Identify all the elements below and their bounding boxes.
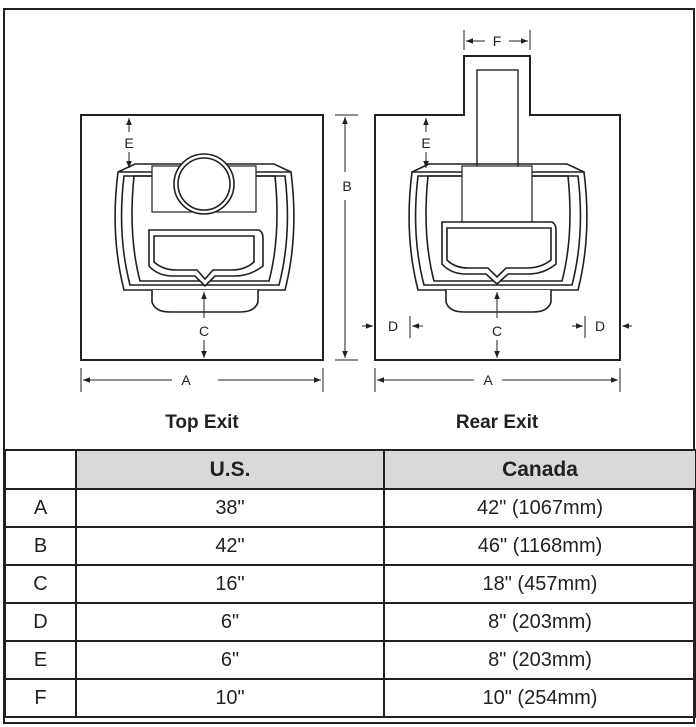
- row-dimension: B: [4, 526, 77, 566]
- top-exit-label-c: C: [199, 323, 209, 339]
- header-us: U.S.: [75, 449, 385, 490]
- clearance-diagram: E C B A F E C D: [80, 30, 632, 392]
- header-canada: Canada: [383, 449, 696, 490]
- top-exit-hearth-outline: [80, 114, 324, 361]
- row-us-value: 16": [75, 564, 385, 604]
- rear-exit-label-f: F: [493, 33, 502, 49]
- row-us-value: 10": [75, 678, 385, 718]
- rear-exit-label-d-left: D: [388, 318, 398, 334]
- row-canada-value: 8" (203mm): [383, 602, 696, 642]
- row-dimension: E: [4, 640, 77, 680]
- table-header-row: U.S. Canada: [4, 449, 696, 490]
- rear-exit-label-c: C: [492, 323, 502, 339]
- table-row: E 6" 8" (203mm): [4, 640, 696, 680]
- top-exit-label-b: B: [342, 178, 351, 194]
- rear-exit-caption: Rear Exit: [455, 412, 539, 433]
- row-us-value: 42": [75, 526, 385, 566]
- row-dimension: F: [4, 678, 77, 718]
- row-us-value: 6": [75, 640, 385, 680]
- row-us-value: 6": [75, 602, 385, 642]
- top-exit-label-e: E: [124, 135, 133, 151]
- top-exit-stove-door: [148, 229, 264, 288]
- clearance-table: U.S. Canada A 38" 42" (1067mm) B 42" 46"…: [4, 449, 696, 718]
- row-canada-value: 10" (254mm): [383, 678, 696, 718]
- rear-exit-label-d-right: D: [595, 318, 605, 334]
- header-blank: [4, 449, 77, 490]
- table-row: F 10" 10" (254mm): [4, 678, 696, 718]
- table-row: B 42" 46" (1168mm): [4, 526, 696, 566]
- rear-exit-label-e: E: [421, 135, 430, 151]
- rear-exit-hearth-outline: [374, 55, 621, 361]
- row-dimension: D: [4, 602, 77, 642]
- table-row: A 38" 42" (1067mm): [4, 488, 696, 528]
- row-dimension: C: [4, 564, 77, 604]
- figure-frame: [3, 8, 695, 724]
- top-exit-caption: Top Exit: [165, 412, 239, 433]
- top-exit-diagram: [80, 114, 358, 392]
- row-canada-value: 8" (203mm): [383, 640, 696, 680]
- top-exit-flue-collar: [173, 153, 235, 215]
- table-row: C 16" 18" (457mm): [4, 564, 696, 604]
- row-dimension: A: [4, 488, 77, 528]
- row-canada-value: 18" (457mm): [383, 564, 696, 604]
- rear-exit-label-a: A: [483, 372, 493, 388]
- rear-exit-diagram: [362, 30, 632, 392]
- row-canada-value: 46" (1168mm): [383, 526, 696, 566]
- row-canada-value: 42" (1067mm): [383, 488, 696, 528]
- row-us-value: 38": [75, 488, 385, 528]
- table-row: D 6" 8" (203mm): [4, 602, 696, 642]
- top-exit-label-a: A: [181, 372, 191, 388]
